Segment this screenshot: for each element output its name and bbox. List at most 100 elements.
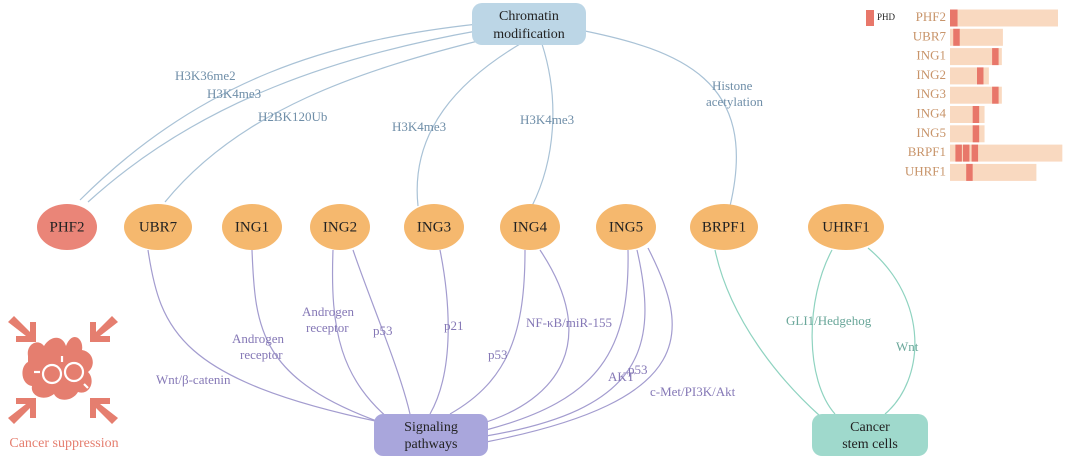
protein-node-ing5: ING5 <box>596 204 656 250</box>
stem-line2: stem cells <box>842 437 898 452</box>
signaling-line1: Signaling <box>404 420 458 435</box>
arrow-top-left-icon <box>8 316 36 342</box>
label-akt: AKT <box>608 369 635 384</box>
edge-brpf1-stem <box>714 249 821 417</box>
legend-phd-brpf1-1 <box>962 144 970 162</box>
arrow-top-right-icon <box>90 316 118 342</box>
edge-ing2-signaling-b <box>352 249 411 415</box>
legend-label-ing4: ING4 <box>916 105 946 120</box>
protein-nodes: PHF2 UBR7 ING1 ING2 ING3 ING4 ING5 BRPF <box>37 204 884 250</box>
label-androgen-ing2-1: Androgen <box>302 304 354 319</box>
legend-phd-phf2-0 <box>950 9 958 27</box>
cancer-suppression-label: Cancer suppression <box>9 436 118 451</box>
legend-bar-ing3 <box>950 86 1002 104</box>
protein-label-ing4: ING4 <box>513 219 548 235</box>
legend-label-brpf1: BRPF1 <box>908 144 946 159</box>
cell-nucleus-1-icon <box>41 363 63 385</box>
protein-node-ing1: ING1 <box>222 204 282 250</box>
protein-label-ing3: ING3 <box>417 219 451 235</box>
legend-bar-ing4 <box>950 106 985 123</box>
label-h2bk120ub: H2BK120Ub <box>258 109 327 124</box>
protein-label-brpf1: BRPF1 <box>702 219 746 235</box>
edge-ing2-signaling-a <box>331 249 396 425</box>
signaling-line2: pathways <box>405 437 458 452</box>
legend-phd-ing3-0 <box>992 86 999 104</box>
protein-label-ing2: ING2 <box>323 219 357 235</box>
cell-dash-3-icon <box>83 383 89 389</box>
label-h3k4me3-ing4: H3K4me3 <box>520 112 574 127</box>
edge-ubr7-signaling <box>147 249 381 423</box>
phd-key-swatch <box>866 10 874 26</box>
label-nfkb: NF-κB/miR-155 <box>526 315 612 330</box>
legend-bar-ing5 <box>950 125 985 143</box>
edge-chromatin-ing4 <box>531 43 554 207</box>
legend-label-uhrf1: UHRF1 <box>905 163 946 178</box>
label-androgen-ing1-1: Androgen <box>232 331 284 346</box>
protein-node-ubr7: UBR7 <box>124 204 192 250</box>
chromatin-modification-node: Chromatin modification <box>472 3 586 45</box>
label-androgen-ing1-2: receptor <box>240 347 283 362</box>
legend-phd-brpf1-2 <box>971 144 979 162</box>
label-gli1: GLI1/Hedgehog <box>786 313 872 328</box>
cancer-stem-cells-node: Cancer stem cells <box>812 414 928 456</box>
uhrf1-ellipse <box>808 204 884 250</box>
phd-domain-legend: PHD PHF2UBR7ING1ING2ING3ING4ING5BRPF1UHR… <box>866 9 1063 181</box>
edge-chromatin-ing3 <box>416 43 521 207</box>
signaling-pathways-node: Signaling pathways <box>374 414 488 456</box>
legend-label-ing2: ING2 <box>916 67 946 82</box>
stem-edge-labels: GLI1/Hedgehog Wnt <box>786 313 919 354</box>
label-p21: p21 <box>444 318 464 333</box>
edge-uhrf1-stem-a <box>811 249 836 415</box>
protein-node-ing2: ING2 <box>310 204 370 250</box>
edge-chromatin-phf2-b <box>87 29 483 203</box>
legend-phd-ubr7-0 <box>953 28 960 46</box>
legend-label-ing3: ING3 <box>916 86 946 101</box>
label-h3k4me3-ing3: H3K4me3 <box>392 119 446 134</box>
chromatin-line2: modification <box>493 27 565 42</box>
ing1-ellipse <box>222 204 282 250</box>
label-histone: Histone <box>712 78 753 93</box>
ubr7-ellipse <box>124 204 192 250</box>
legend-label-ing5: ING5 <box>916 125 946 140</box>
ing5-ellipse <box>596 204 656 250</box>
protein-label-ing1: ING1 <box>235 219 269 235</box>
label-p53-ing2: p53 <box>373 323 393 338</box>
signaling-edge-labels: Wnt/β-catenin Androgen receptor Androgen… <box>156 304 736 399</box>
edge-ing4-signaling-b <box>479 249 570 425</box>
protein-node-phf2: PHF2 <box>37 204 97 250</box>
stem-edges <box>714 247 916 417</box>
label-androgen-ing2-2: receptor <box>306 320 349 335</box>
label-cmet: c-Met/PI3K/Akt <box>650 384 736 399</box>
stem-box <box>812 414 928 456</box>
edge-ing3-signaling <box>429 249 449 415</box>
legend-phd-ing1-0 <box>992 48 999 66</box>
label-h3k4me3-phf2: H3K4me3 <box>207 86 261 101</box>
label-wnt: Wnt <box>896 339 919 354</box>
legend-phd-uhrf1-0 <box>966 163 973 181</box>
protein-node-ing3: ING3 <box>404 204 464 250</box>
chromatin-line1: Chromatin <box>499 9 559 24</box>
legend-phd-brpf1-0 <box>955 144 962 162</box>
edge-uhrf1-stem-b <box>867 247 916 415</box>
phd-key-label: PHD <box>877 12 896 22</box>
signaling-edges <box>147 247 673 443</box>
chromatin-edges <box>79 23 737 207</box>
legend-phd-ing5-0 <box>972 125 980 143</box>
protein-label-ing5: ING5 <box>609 219 643 235</box>
label-wnt-catenin: Wnt/β-catenin <box>156 372 231 387</box>
legend-phd-ing4-0 <box>972 106 980 123</box>
protein-label-phf2: PHF2 <box>49 219 84 235</box>
protein-label-uhrf1: UHRF1 <box>822 219 870 235</box>
legend-bar-uhrf1 <box>950 163 1037 181</box>
protein-label-ubr7: UBR7 <box>139 219 178 235</box>
label-acetylation: acetylation <box>706 94 764 109</box>
edge-ing5-signaling-b <box>485 249 646 437</box>
chromatin-box <box>472 3 586 45</box>
edge-chromatin-brpf1 <box>579 29 737 207</box>
edge-chromatin-ubr7 <box>164 37 491 203</box>
ing3-ellipse <box>404 204 464 250</box>
legend-bar-ing1 <box>950 48 1002 66</box>
protein-node-uhrf1: UHRF1 <box>808 204 884 250</box>
